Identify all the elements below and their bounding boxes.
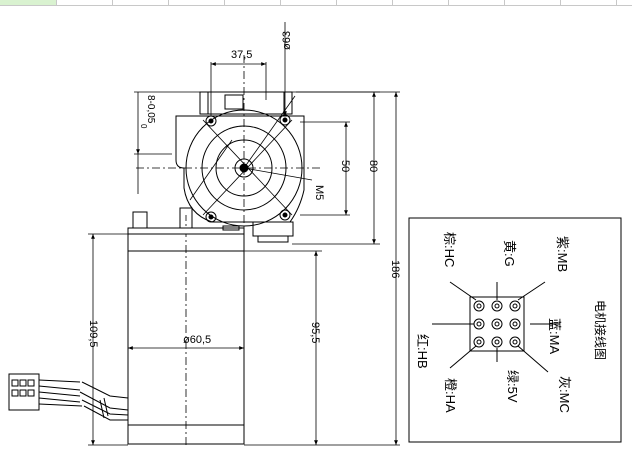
- center-lines: [136, 55, 320, 445]
- construction-lines: [189, 95, 313, 216]
- dim-109-5: 109,5: [87, 320, 99, 348]
- dim-tol-upper: 0: [139, 124, 148, 129]
- dim-50: 50: [339, 160, 351, 172]
- dim-8-tol: 8-0,05: [145, 95, 156, 124]
- dim-186: 186: [389, 260, 401, 278]
- motor-body: [8, 207, 245, 445]
- spreadsheet-header-strip: [0, 0, 632, 6]
- wiring-title: 电机接线图: [593, 300, 608, 360]
- wiring-diagram: 电机接线图 紫:MB 黄:G 棕:HC 蓝:MA 红:HB 橙:HA 绿:5V …: [408, 217, 622, 443]
- wire-mc-label: 灰:MC: [557, 376, 572, 413]
- wire-5v-label: 绿:5V: [505, 370, 520, 403]
- thread-m5: M5: [313, 185, 325, 200]
- selected-cell: [0, 0, 57, 5]
- wire-ha-label: 橙:HA: [443, 378, 458, 413]
- dim-37-5: 37,5: [231, 49, 252, 61]
- wire-hc-label: 棕:HC: [442, 232, 457, 267]
- wire-ma-label: 蓝:MA: [547, 318, 562, 354]
- dim-dia-60-5: ø60,5: [183, 334, 211, 346]
- wire-g-label: 黄:G: [502, 240, 517, 267]
- wire-mb-label: 紫:MB: [555, 236, 570, 272]
- dim-dia-63: ø63: [281, 31, 293, 50]
- dim-80: 80: [367, 160, 379, 172]
- dimension-labels: 37,5 ø63 0 8-0,05 50 80 M5 186 95,5 109,…: [87, 31, 401, 348]
- dim-95-5: 95,5: [309, 322, 321, 343]
- dimension-lines: [88, 22, 400, 446]
- wire-hb-label: 红:HB: [415, 334, 430, 369]
